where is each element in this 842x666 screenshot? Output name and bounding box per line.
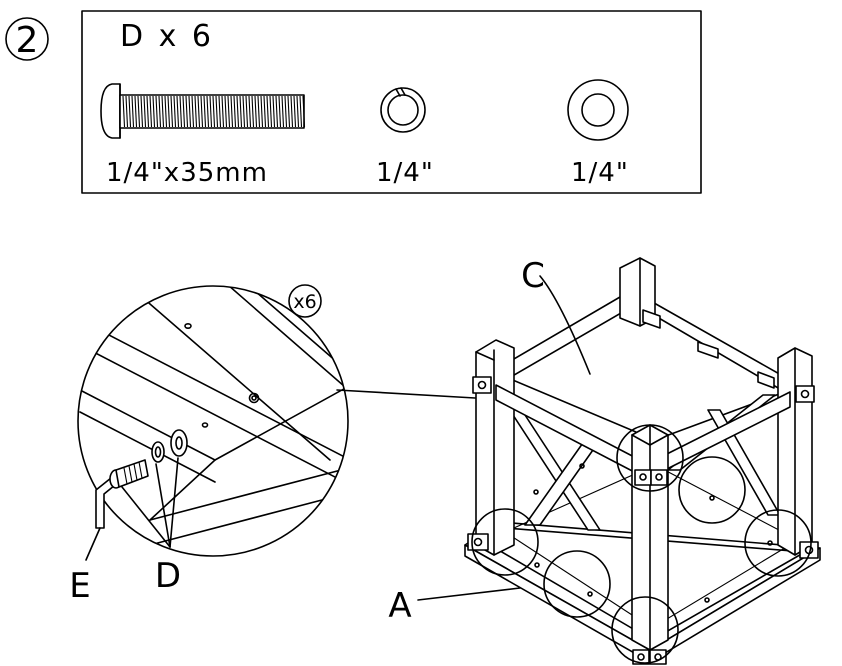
flat-washer-icon xyxy=(567,79,629,141)
step-number: 2 xyxy=(16,20,39,61)
stool-assembly xyxy=(464,257,821,665)
bolt-spec: 1/4"x35mm xyxy=(106,158,268,188)
detail-flat-washer-icon xyxy=(170,429,188,457)
multiplier-badge: x6 xyxy=(288,284,322,318)
detail-lock-washer-icon xyxy=(151,441,165,463)
label-part-c: C xyxy=(521,256,545,296)
label-part-d: D xyxy=(155,556,181,596)
multiplier-label: x6 xyxy=(293,291,316,313)
highlight-circle xyxy=(678,456,746,524)
flat-washer-spec: 1/4" xyxy=(571,158,629,188)
detail-view xyxy=(77,285,476,557)
step-number-badge: 2 xyxy=(5,17,49,61)
bolt-icon xyxy=(100,83,306,139)
highlight-circle xyxy=(616,424,684,492)
label-part-a: A xyxy=(388,586,411,626)
highlight-circle xyxy=(611,596,679,664)
leg-right xyxy=(777,347,813,556)
parts-box: D x 6 1/4"x35mm 1/4" 1/4" xyxy=(81,10,702,194)
label-part-e: E xyxy=(69,566,90,606)
parts-box-title: D x 6 xyxy=(120,19,214,54)
lock-washer-spec: 1/4" xyxy=(376,158,434,188)
highlight-circle xyxy=(471,508,539,576)
detail-bolt-icon xyxy=(109,459,149,489)
lock-washer-icon xyxy=(380,87,426,133)
leg-front xyxy=(631,424,669,651)
leg-left xyxy=(475,339,515,556)
highlight-circle xyxy=(744,509,812,577)
highlight-circle xyxy=(543,550,611,618)
